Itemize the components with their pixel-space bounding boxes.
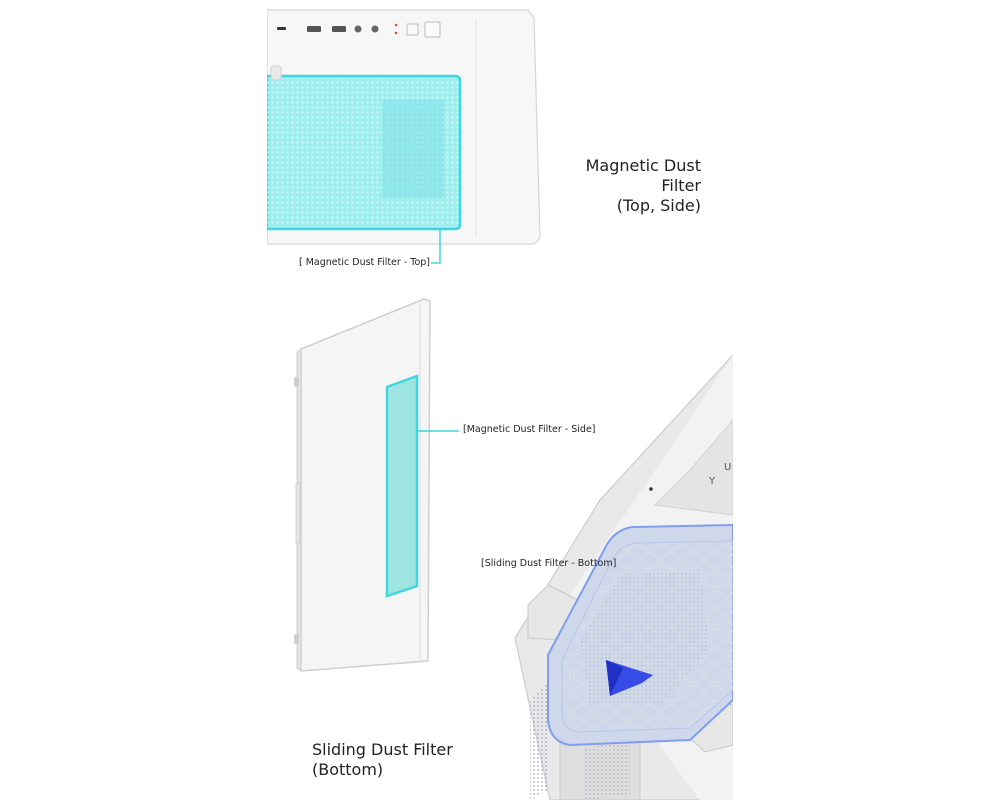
side-magnetic-filter	[385, 374, 419, 598]
case-top-view	[267, 9, 541, 264]
port-icon	[277, 27, 286, 30]
reset-button-icon	[406, 23, 419, 36]
power-button-icon	[424, 21, 441, 38]
heading-line-2: (Bottom)	[312, 760, 384, 779]
svg-text:Y: Y	[708, 476, 716, 487]
top-side-filter-heading: Magnetic Dust Filter (Top, Side)	[548, 156, 701, 216]
audio-jack-icon	[371, 25, 379, 33]
callout-bottom-filter: [Sliding Dust Filter - Bottom]	[481, 558, 617, 569]
heading-line-1: Magnetic Dust Filter	[585, 156, 701, 195]
usb-port-icon	[332, 26, 346, 32]
led-icon	[394, 31, 398, 35]
case-bottom-view: Y U	[514, 354, 733, 800]
led-icon	[394, 23, 398, 27]
side-panel-view	[294, 298, 459, 672]
svg-text:U: U	[724, 462, 731, 473]
callout-side-filter: [Magnetic Dust Filter - Side]	[463, 424, 596, 435]
audio-jack-icon	[354, 25, 362, 33]
heading-line-1: Sliding Dust Filter	[312, 740, 453, 759]
callout-top-filter: [ Magnetic Dust Filter - Top]	[299, 257, 431, 268]
heading-line-2: (Top, Side)	[616, 196, 701, 215]
bottom-filter-heading: Sliding Dust Filter (Bottom)	[312, 740, 453, 780]
usb-port-icon	[307, 26, 321, 32]
